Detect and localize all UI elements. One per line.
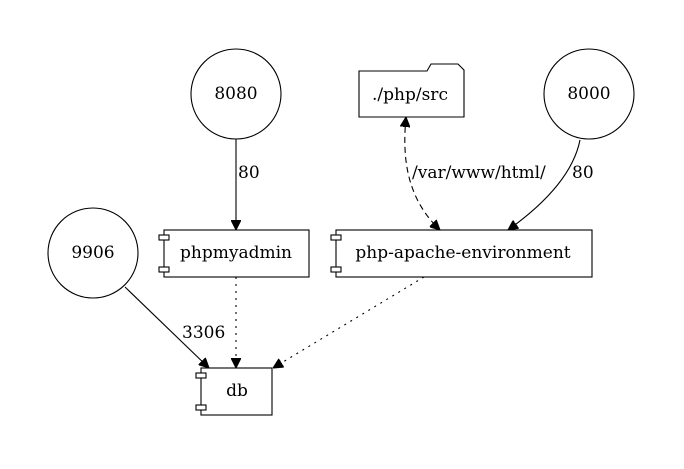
db-node[interactable]: db (195, 367, 273, 416)
edge-php-apache-to-db (273, 276, 425, 368)
edge-9906-port-label: 3306 (182, 323, 225, 343)
php-src-folder-node[interactable]: ./php/src (358, 63, 465, 118)
phpmyadmin-node[interactable]: phpmyadmin (158, 229, 310, 278)
component-tab-icon (195, 404, 207, 411)
port-8000-label: 8000 (567, 84, 610, 104)
db-label: db (226, 381, 248, 401)
folder-icon (358, 63, 465, 118)
edge-8000-to-php-apache: 80 (508, 139, 594, 230)
edge-volume-mount: /var/www/html/ (405, 117, 546, 230)
edge-8080-port-label: 80 (238, 163, 260, 183)
component-tab-icon (158, 266, 170, 273)
port-8080-node[interactable]: 8080 (190, 48, 282, 140)
component-tab-icon (195, 372, 207, 379)
edge-9906-to-db: 3306 (124, 286, 225, 368)
php-src-folder-label: ./php/src (372, 85, 448, 105)
edge-8000-port-label: 80 (572, 163, 594, 183)
phpmyadmin-label: phpmyadmin (180, 243, 292, 263)
component-tab-icon (330, 266, 342, 273)
edge-volume-mount-label: /var/www/html/ (412, 163, 546, 183)
component-tab-icon (330, 234, 342, 241)
php-apache-environment-label: php-apache-environment (355, 243, 570, 263)
edge-8080-to-phpmyadmin: 80 (236, 139, 260, 230)
component-tab-icon (158, 234, 170, 241)
port-8080-label: 8080 (214, 84, 257, 104)
port-9906-label: 9906 (71, 243, 114, 263)
php-apache-environment-node[interactable]: php-apache-environment (330, 229, 593, 278)
port-9906-node[interactable]: 9906 (47, 207, 139, 299)
port-8000-node[interactable]: 8000 (543, 48, 635, 140)
